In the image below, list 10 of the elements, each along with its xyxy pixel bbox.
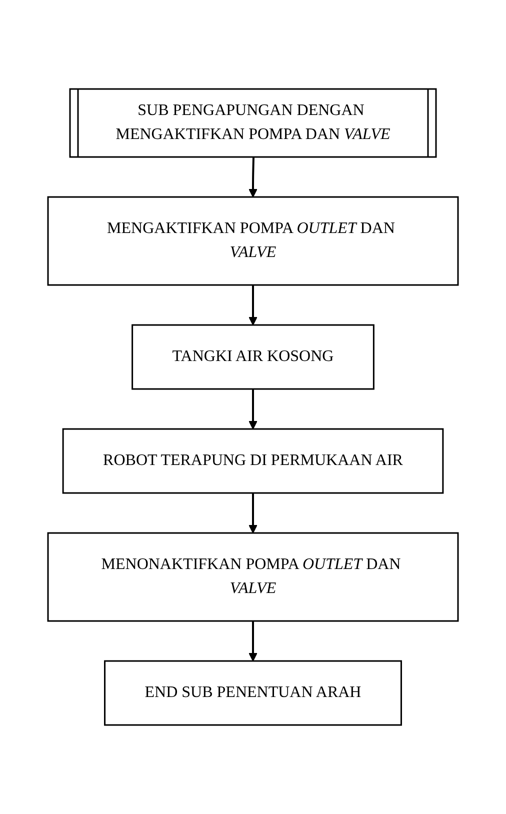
node-box: TANGKI AIR KOSONG <box>132 324 374 390</box>
node-box: END SUB PENENTUAN ARAH <box>104 660 402 726</box>
arrow <box>248 157 258 198</box>
node-box: ROBOT TERAPUNG DI PERMUKAAN AIR <box>62 428 444 494</box>
node-box: MENONAKTIFKAN POMPA OUTLET DAN VALVE <box>47 532 459 622</box>
arrow <box>248 621 258 662</box>
arrow <box>248 493 258 534</box>
node-box: MENGAKTIFKAN POMPA OUTLET DAN VALVE <box>47 196 459 286</box>
arrow <box>248 285 258 326</box>
arrow <box>248 389 258 430</box>
